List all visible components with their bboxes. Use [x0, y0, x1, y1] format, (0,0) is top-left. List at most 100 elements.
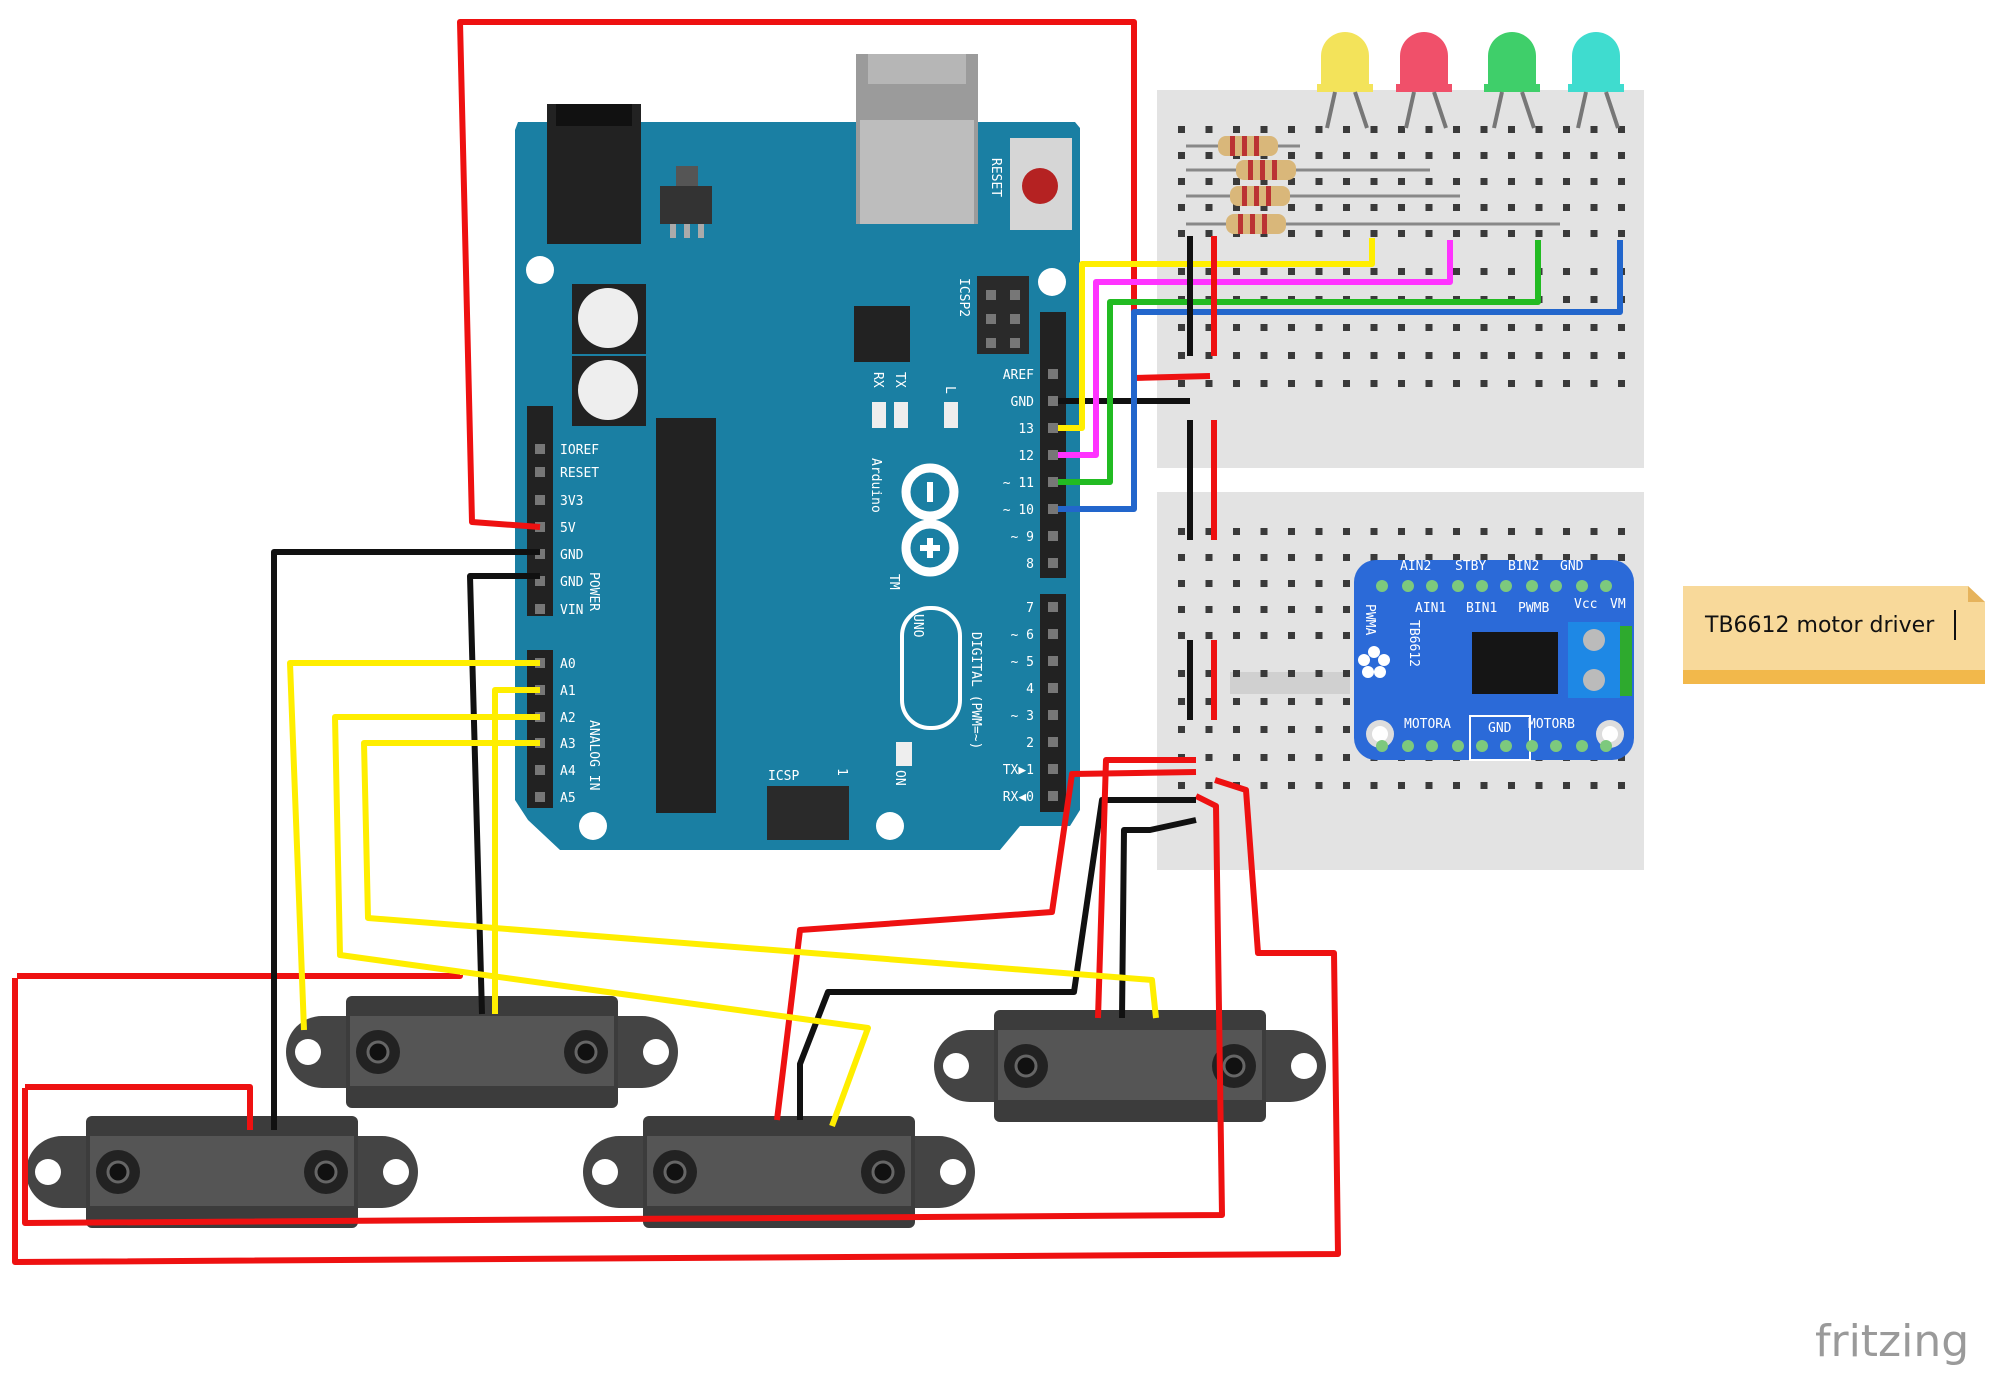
- breadboard-hole: [1563, 528, 1570, 535]
- wire[interactable]: [271, 549, 540, 1130]
- wire[interactable]: [361, 740, 1159, 1019]
- digital-pin-label: TX▶1: [1003, 763, 1034, 778]
- ir-distance-sensor: [26, 1116, 418, 1228]
- note-label[interactable]: TB6612 motor driver: [1683, 586, 1985, 684]
- breadboard-hole: [1590, 554, 1598, 561]
- breadboard-hole: [1260, 178, 1268, 185]
- wire[interactable]: [1058, 238, 1375, 431]
- breadboard-hole: [1508, 352, 1515, 359]
- digital-pin[interactable]: [1048, 737, 1058, 747]
- analog-pin[interactable]: [535, 792, 545, 802]
- breadboard-hole: [1563, 204, 1570, 211]
- breadboard-hole: [1178, 670, 1185, 677]
- breadboard-hole: [1453, 528, 1460, 535]
- breadboard-hole: [1425, 352, 1433, 359]
- breadboard-hole: [1480, 230, 1488, 237]
- digital-pin[interactable]: [1048, 423, 1058, 433]
- breadboard-hole: [1343, 782, 1350, 789]
- driver-chip: [1472, 632, 1558, 694]
- breadboard-hole: [1315, 380, 1323, 387]
- wire[interactable]: [492, 687, 540, 1014]
- breadboard-hole: [1315, 670, 1323, 677]
- digital-pin[interactable]: [1048, 602, 1058, 612]
- wire[interactable]: [457, 19, 1211, 530]
- digital-pin[interactable]: [1048, 656, 1058, 666]
- breadboard-hole: [1508, 528, 1515, 535]
- breadboard-hole: [1343, 324, 1350, 331]
- power-pin[interactable]: [535, 495, 545, 505]
- wire[interactable]: [1058, 240, 1541, 485]
- breadboard-hole: [1178, 726, 1185, 733]
- digital-pin[interactable]: [1048, 450, 1058, 460]
- motora-label: MOTORA: [1404, 717, 1451, 732]
- breadboard-hole: [1178, 554, 1185, 561]
- ir-distance-sensor: [583, 1116, 975, 1228]
- wire[interactable]: [1119, 817, 1197, 1019]
- wire[interactable]: [332, 714, 871, 1128]
- breadboard-hole: [1343, 178, 1350, 185]
- digital-pin[interactable]: [1048, 369, 1058, 379]
- breadboard-hole: [1563, 380, 1570, 387]
- breadboard-hole: [1178, 528, 1185, 535]
- wire[interactable]: [22, 793, 1225, 1226]
- breadboard-hole: [1618, 554, 1625, 561]
- breadboard-hole: [1205, 268, 1213, 275]
- digital-pin[interactable]: [1048, 504, 1058, 514]
- power-pin[interactable]: [535, 467, 545, 477]
- digital-pin-label: 4: [1026, 682, 1034, 697]
- breadboard-hole: [1233, 528, 1240, 535]
- red-led: [1396, 32, 1452, 129]
- wire[interactable]: [774, 769, 1197, 1121]
- uno-badge: UNO: [900, 606, 962, 730]
- l-label: L: [942, 386, 957, 394]
- breadboard-hole: [1288, 152, 1295, 159]
- breadboard-hole: [1233, 126, 1240, 133]
- breadboard-hole: [1590, 268, 1598, 275]
- breadboard-hole: [1205, 204, 1213, 211]
- digital-pin[interactable]: [1048, 791, 1058, 801]
- wire[interactable]: [1058, 240, 1623, 512]
- usb-chip: [854, 306, 910, 362]
- digital-pin-label: AREF: [1003, 368, 1034, 383]
- wire[interactable]: [17, 973, 463, 979]
- digital-pin[interactable]: [1048, 558, 1058, 568]
- power-pin[interactable]: [535, 576, 545, 586]
- digital-pin[interactable]: [1048, 683, 1058, 693]
- breadboard-hole: [1563, 126, 1570, 133]
- wire[interactable]: [467, 573, 540, 1015]
- breadboard-hole: [1398, 352, 1405, 359]
- digital-pin[interactable]: [1048, 764, 1058, 774]
- wire[interactable]: [1058, 240, 1453, 458]
- reset-button[interactable]: [1010, 138, 1072, 230]
- breadboard-hole: [1288, 204, 1295, 211]
- breadboard-hole: [1563, 152, 1570, 159]
- driver-pin: [1576, 740, 1588, 752]
- analog-pin-label: A1: [560, 684, 576, 699]
- analog-pin[interactable]: [535, 765, 545, 775]
- breadboard-hole: [1563, 782, 1570, 789]
- power-pin[interactable]: [535, 604, 545, 614]
- digital-pin[interactable]: [1048, 710, 1058, 720]
- wire[interactable]: [287, 660, 540, 1031]
- power-pin-label: 5V: [560, 521, 576, 536]
- digital-pin[interactable]: [1048, 396, 1058, 406]
- wire[interactable]: [1095, 757, 1196, 1019]
- breadboard-hole: [1508, 324, 1515, 331]
- breadboard-hole: [1508, 152, 1515, 159]
- power-pin[interactable]: [535, 444, 545, 454]
- digital-pin-label: ~ 10: [1003, 503, 1034, 518]
- driver-pin: [1500, 580, 1512, 592]
- digital-pin[interactable]: [1048, 629, 1058, 639]
- power-pin-label: GND: [560, 548, 584, 563]
- breadboard-hole: [1398, 324, 1405, 331]
- breadboard-hole: [1343, 352, 1350, 359]
- wire[interactable]: [797, 797, 1196, 1120]
- digital-pin[interactable]: [1048, 477, 1058, 487]
- breadboard-hole: [1260, 754, 1268, 761]
- wire[interactable]: [25, 1084, 253, 1130]
- breadboard-hole: [1315, 268, 1323, 275]
- breadboard-hole: [1508, 204, 1515, 211]
- digital-pin[interactable]: [1048, 531, 1058, 541]
- wire[interactable]: [12, 777, 1341, 1265]
